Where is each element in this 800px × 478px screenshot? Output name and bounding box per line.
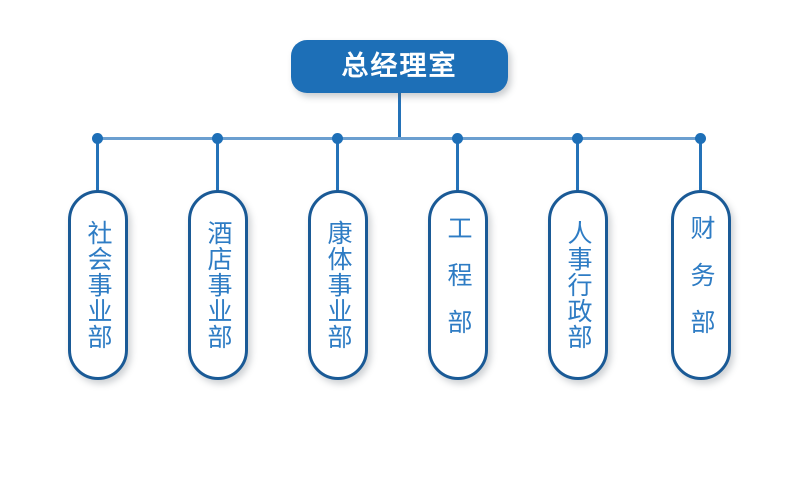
node-department-1[interactable]: 社会事业部 xyxy=(68,190,128,380)
node-department-4[interactable]: 工程部 xyxy=(428,190,488,380)
junction-dot-6 xyxy=(695,133,706,144)
junction-dot-1 xyxy=(92,133,103,144)
node-label-department-5: 人事行政部 xyxy=(564,220,593,350)
junction-dot-2 xyxy=(212,133,223,144)
node-label-department-1: 社会事业部 xyxy=(84,220,113,350)
junction-dot-5 xyxy=(572,133,583,144)
node-label-department-6: 财务部 xyxy=(687,214,716,356)
junction-dot-4 xyxy=(452,133,463,144)
node-label-department-3: 康体事业部 xyxy=(324,220,353,350)
node-department-3[interactable]: 康体事业部 xyxy=(308,190,368,380)
node-label-department-2: 酒店事业部 xyxy=(204,220,233,350)
node-label-general-manager-office: 总经理室 xyxy=(341,51,458,82)
node-department-6[interactable]: 财务部 xyxy=(671,190,731,380)
junction-dot-3 xyxy=(332,133,343,144)
node-department-5[interactable]: 人事行政部 xyxy=(548,190,608,380)
node-general-manager-office[interactable]: 总经理室 xyxy=(291,40,508,93)
node-department-2[interactable]: 酒店事业部 xyxy=(188,190,248,380)
node-label-department-4: 工程部 xyxy=(444,214,473,356)
